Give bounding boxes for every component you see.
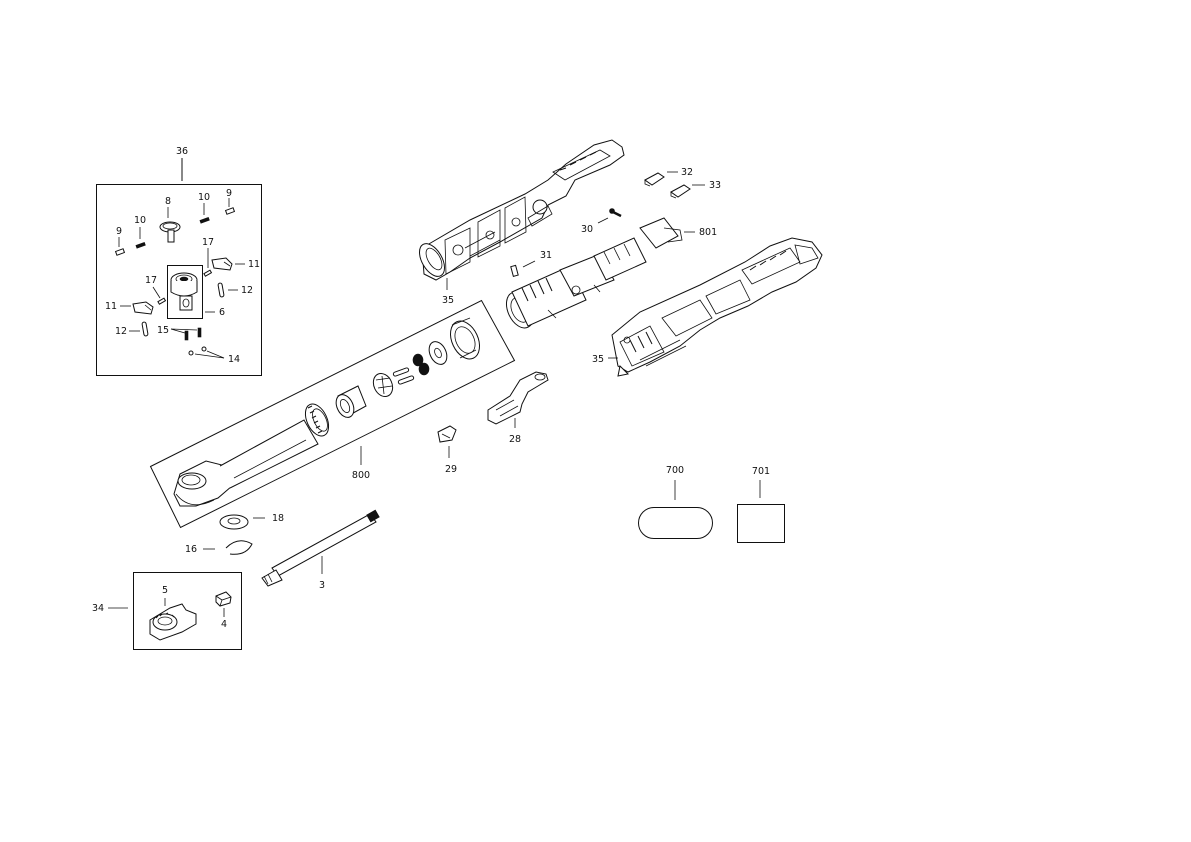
part-29-bracket — [437, 425, 457, 443]
assembly-800-frame — [149, 299, 516, 529]
callout-28: 28 — [509, 434, 521, 445]
part-701-group: 701 — [737, 466, 785, 543]
callout-6: 6 — [219, 307, 225, 318]
part-800-bushing — [335, 385, 367, 418]
part-800-gear-ring — [304, 403, 330, 437]
callout-33: 33 — [709, 180, 721, 191]
kit-36-group: 36 8 10 10 9 9 17 17 — [96, 146, 262, 376]
leader-30 — [597, 217, 609, 224]
part-17-pin-b — [157, 297, 167, 305]
part-35-housing-right — [611, 237, 823, 377]
callout-12a: 12 — [241, 285, 253, 296]
part-30-screw — [609, 208, 622, 218]
callout-8: 8 — [165, 196, 171, 207]
part-35-housing-left — [419, 139, 625, 281]
part-800-pins — [392, 367, 415, 385]
part-18-washer — [219, 514, 249, 530]
callout-4: 4 — [221, 619, 227, 630]
part-14-ball-b — [201, 346, 207, 352]
leader-14b — [206, 350, 225, 359]
callout-36: 36 — [176, 146, 188, 157]
part-800-ratchet-head — [173, 419, 319, 507]
callout-9b: 9 — [226, 188, 232, 199]
callout-10b: 10 — [198, 192, 210, 203]
callout-31: 31 — [540, 250, 552, 261]
callout-10a: 10 — [134, 215, 146, 226]
callout-35a: 35 — [442, 295, 454, 306]
part-3-drive-shaft — [261, 509, 380, 587]
callout-14: 14 — [228, 354, 240, 365]
kit-34-group: 34 5 4 — [92, 572, 242, 650]
part-10-spring-b — [199, 216, 210, 224]
part-14-ball-a — [188, 350, 194, 356]
part-11-pawl-a — [211, 257, 233, 271]
part-9-pin-b — [224, 207, 236, 215]
kit-34-frame — [133, 572, 242, 650]
callout-12b: 12 — [115, 326, 127, 337]
part-701-label — [737, 504, 785, 543]
callout-29: 29 — [445, 464, 457, 475]
part-800-washer — [428, 341, 448, 365]
part-11-pawl-b — [132, 301, 154, 315]
part-800-carrier — [372, 372, 394, 398]
callout-34: 34 — [92, 603, 104, 614]
part-800-planet-gears — [412, 353, 430, 376]
part-16-circlip — [225, 540, 253, 555]
part-8-knob — [159, 221, 181, 243]
callout-18: 18 — [272, 513, 284, 524]
callout-17a: 17 — [202, 237, 214, 248]
assembly-800-group — [149, 299, 516, 529]
callout-30: 30 — [581, 224, 593, 235]
part-700-nameplate — [638, 507, 713, 539]
callout-11b: 11 — [105, 301, 117, 312]
callout-801: 801 — [699, 227, 717, 238]
callout-800: 800 — [352, 470, 370, 481]
part-800-ring-gear — [449, 317, 481, 360]
part-12-pin-a — [217, 282, 225, 298]
leader-31 — [522, 260, 536, 268]
part-4-pawl-block — [215, 591, 232, 607]
callout-701: 701 — [752, 466, 770, 477]
part-31-pin — [510, 264, 519, 277]
part-10-spring-a — [135, 241, 146, 249]
part-801-motor-assembly — [505, 217, 683, 329]
part-6-ratchet-gear — [170, 272, 198, 311]
part-12-pin-b — [141, 321, 149, 337]
part-33-clip — [670, 184, 691, 199]
callout-700: 700 — [666, 465, 684, 476]
part-32-clip — [644, 172, 665, 187]
part-5-ratchet-yoke — [149, 603, 197, 641]
leader-14a — [194, 353, 225, 359]
leader-15a — [170, 328, 186, 334]
leader-15b — [170, 328, 198, 331]
callout-15: 15 — [157, 325, 169, 336]
callout-3: 3 — [319, 580, 325, 591]
callout-5: 5 — [162, 585, 168, 596]
part-9-pin-a — [114, 248, 126, 256]
kit-36-frame — [96, 184, 262, 376]
callout-16: 16 — [185, 544, 197, 555]
callout-32: 32 — [681, 167, 693, 178]
callout-9a: 9 — [116, 226, 122, 237]
part-28-trigger — [487, 371, 549, 425]
part-17-pin-a — [203, 269, 213, 277]
part-15-spring-a — [184, 330, 189, 341]
part-700-group: 700 — [638, 465, 713, 539]
part-6-subframe — [167, 265, 203, 319]
callout-35b: 35 — [592, 354, 604, 365]
callout-17b: 17 — [145, 275, 157, 286]
leader-17b — [152, 286, 161, 299]
part-15-spring-b — [197, 327, 202, 338]
callout-11a: 11 — [248, 259, 260, 270]
